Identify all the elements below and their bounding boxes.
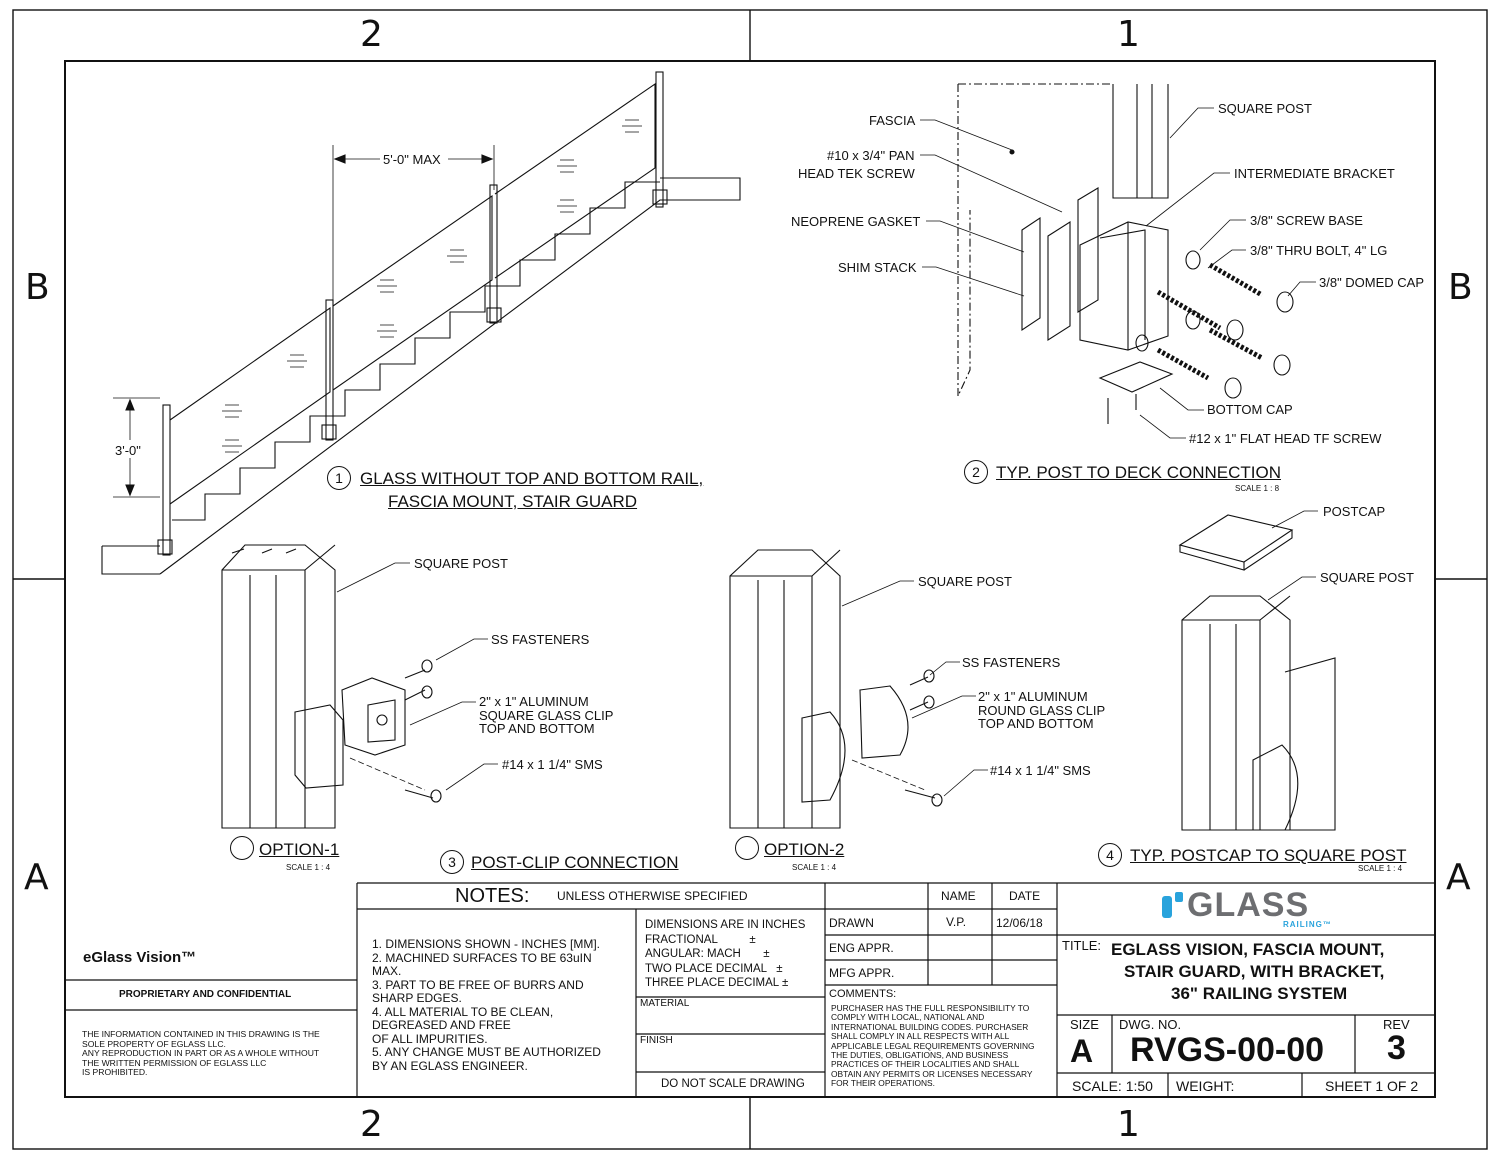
option2-square-post-label: SQUARE POST	[918, 574, 1012, 589]
option1-clip-label-2: SQUARE GLASS CLIP	[479, 708, 614, 723]
finish-label: FINISH	[640, 1035, 673, 1046]
drawing-title-1: EGLASS VISION, FASCIA MOUNT,	[1111, 940, 1385, 959]
zone-label-top-right: 1	[1117, 14, 1140, 55]
size-label: SIZE	[1070, 1017, 1099, 1032]
flat-screw-label: #12 x 1" FLAT HEAD TF SCREW	[1189, 431, 1382, 446]
option1-scale: SCALE 1 : 4	[286, 863, 331, 872]
option1-clip-label-1: 2" x 1" ALUMINUM	[479, 694, 589, 709]
option2-post-drawing	[729, 549, 988, 829]
notes-subheading: UNLESS OTHERWISE SPECIFIED	[557, 889, 748, 903]
dwg-no-value: RVGS-00-00	[1130, 1031, 1325, 1069]
zone-label-left-lower: A	[24, 857, 49, 898]
weight-label: WEIGHT:	[1176, 1078, 1235, 1094]
drawn-label: DRAWN	[829, 916, 874, 930]
comments-text: PURCHASER HAS THE FULL RESPONSIBILITY TO…	[831, 1003, 1035, 1089]
zone-label-bottom-left: 2	[360, 1104, 383, 1145]
bottom-cap-label: BOTTOM CAP	[1207, 402, 1293, 417]
zone-label-right-upper: B	[1448, 267, 1473, 308]
view1-number: 1	[327, 466, 351, 490]
pan-screw-label-2: HEAD TEK SCREW	[798, 166, 915, 181]
dimension-height-label: 3'-0"	[115, 443, 141, 458]
zone-label-left-upper: B	[25, 267, 50, 308]
material-label: MATERIAL	[640, 998, 690, 1009]
option2-fasteners-label: SS FASTENERS	[962, 655, 1061, 670]
title-label: TITLE:	[1062, 938, 1102, 953]
drawn-date: 12/06/18	[996, 916, 1043, 930]
stair-guard-drawing	[101, 71, 741, 575]
logo-subtitle: RAILING™	[1283, 920, 1332, 929]
rev-label: REV	[1383, 1017, 1410, 1032]
drawn-name: V.P.	[946, 915, 967, 929]
mfg-appr-label: MFG APPR.	[829, 966, 895, 980]
option2-title: OPTION-2	[764, 840, 845, 859]
view4-scale: SCALE 1 : 4	[1358, 864, 1403, 873]
drawing-title-2: STAIR GUARD, WITH BRACKET,	[1124, 962, 1385, 981]
size-value: A	[1070, 1033, 1094, 1069]
screw-base-label: 3/8" SCREW BASE	[1250, 213, 1363, 228]
option1-square-post-label: SQUARE POST	[414, 556, 508, 571]
scale-value: SCALE: 1:50	[1072, 1078, 1153, 1094]
view1-title-line1: GLASS WITHOUT TOP AND BOTTOM RAIL,	[360, 469, 704, 488]
shim-stack-label: SHIM STACK	[838, 260, 917, 275]
dimension-span-label: 5'-0" MAX	[383, 152, 441, 167]
option1-sms-label: #14 x 1 1/4" SMS	[502, 757, 603, 772]
post-to-deck-drawing	[920, 83, 1316, 439]
logo-wordmark: GLASS	[1187, 886, 1310, 924]
view2-number: 2	[964, 460, 988, 484]
view4-number: 4	[1098, 843, 1122, 867]
sheet-number: SHEET 1 OF 2	[1325, 1078, 1419, 1094]
postcap-label: POSTCAP	[1323, 504, 1386, 519]
eglass-logo-mark	[1162, 892, 1183, 918]
name-column-header: NAME	[941, 889, 976, 903]
postcap-drawing	[1178, 510, 1336, 831]
option1-post-drawing	[221, 544, 498, 829]
zone-label-bottom-right: 1	[1117, 1104, 1140, 1145]
date-column-header: DATE	[1009, 889, 1041, 903]
option1-title: OPTION-1	[259, 840, 340, 859]
option2-clip-label-3: TOP AND BOTTOM	[978, 716, 1094, 731]
zone-label-right-lower: A	[1446, 857, 1471, 898]
notes-heading: NOTES:	[455, 885, 530, 907]
intermediate-bracket-label: INTERMEDIATE BRACKET	[1234, 166, 1395, 181]
fascia-label: FASCIA	[869, 113, 916, 128]
proprietary-label: PROPRIETARY AND CONFIDENTIAL	[119, 989, 292, 1000]
view2-scale: SCALE 1 : 8	[1235, 484, 1280, 493]
comments-label: COMMENTS:	[829, 988, 897, 1000]
disclaimer-text: THE INFORMATION CONTAINED IN THIS DRAWIN…	[82, 1029, 320, 1078]
neoprene-gasket-label: NEOPRENE GASKET	[791, 214, 921, 229]
tolerances-text: DIMENSIONS ARE IN INCHES FRACTIONAL ± AN…	[645, 919, 806, 989]
title-block-grid	[65, 882, 1435, 1097]
rev-value: 3	[1387, 1029, 1406, 1067]
option2-circle	[735, 836, 759, 860]
thru-bolt-label: 3/8" THRU BOLT, 4" LG	[1250, 243, 1388, 258]
sheet-border	[12, 9, 1488, 1150]
drawing-title-3: 36" RAILING SYSTEM	[1171, 984, 1348, 1003]
view4-title: TYP. POSTCAP TO SQUARE POST	[1130, 846, 1407, 865]
view3-number: 3	[440, 850, 464, 874]
notes-list: 1. DIMENSIONS SHOWN - INCHES [MM]. 2. MA…	[372, 937, 601, 1073]
eng-appr-label: ENG APPR.	[829, 941, 894, 955]
do-not-scale-label: DO NOT SCALE DRAWING	[661, 1078, 805, 1090]
option2-clip-label-1: 2" x 1" ALUMINUM	[978, 689, 1088, 704]
view1-title-line2: FASCIA MOUNT, STAIR GUARD	[388, 492, 638, 511]
product-name: eGlass Vision™	[83, 949, 197, 966]
dwg-no-label: DWG. NO.	[1119, 1017, 1182, 1032]
option1-clip-label-3: TOP AND BOTTOM	[479, 721, 595, 736]
zone-label-top-left: 2	[360, 14, 383, 55]
pan-screw-label-1: #10 x 3/4" PAN	[827, 148, 915, 163]
view3-title: POST-CLIP CONNECTION	[471, 853, 679, 872]
option2-sms-label: #14 x 1 1/4" SMS	[990, 763, 1091, 778]
option2-scale: SCALE 1 : 4	[792, 863, 837, 872]
square-post-label-v2: SQUARE POST	[1218, 101, 1312, 116]
domed-cap-label: 3/8" DOMED CAP	[1319, 275, 1425, 290]
option2-clip-label-2: ROUND GLASS CLIP	[978, 703, 1106, 718]
view2-title: TYP. POST TO DECK CONNECTION	[996, 463, 1281, 482]
option1-fasteners-label: SS FASTENERS	[491, 632, 590, 647]
view4-square-post-label: SQUARE POST	[1320, 570, 1414, 585]
option1-circle	[230, 836, 254, 860]
